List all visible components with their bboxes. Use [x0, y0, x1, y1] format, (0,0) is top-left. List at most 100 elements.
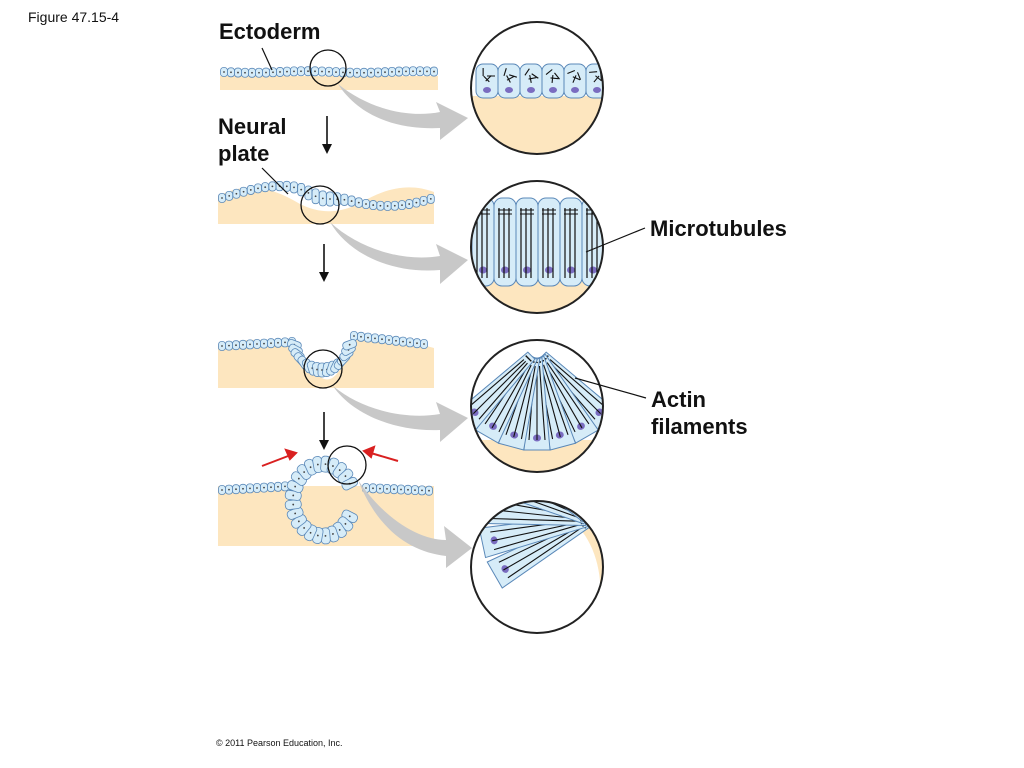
- cell: [430, 66, 438, 77]
- microtubule: [545, 69, 553, 75]
- label-ectoderm: Ectoderm: [219, 19, 320, 44]
- cell: [253, 339, 261, 349]
- cell: [290, 181, 298, 194]
- cell-nucleus-dot: [249, 487, 251, 490]
- cell-nucleus-dot: [423, 343, 425, 345]
- leader-ectoderm: [261, 47, 273, 71]
- cell-nucleus-dot: [221, 345, 223, 347]
- cell-nucleus-dot: [402, 340, 404, 343]
- cell-nucleus-dot: [237, 71, 239, 74]
- cell-nucleus-dot: [381, 338, 383, 341]
- cell-nucleus-dot: [329, 198, 331, 200]
- tissue-layer: [218, 337, 434, 388]
- cell-nucleus-dot: [388, 339, 390, 341]
- cell: [227, 67, 235, 78]
- cell-nucleus-dot: [365, 487, 367, 489]
- cell: [369, 200, 378, 211]
- cell-nucleus-dot: [363, 71, 365, 74]
- cell-nucleus-dot: [263, 486, 265, 489]
- cell-nucleus-dot: [270, 486, 272, 489]
- cell: [267, 482, 275, 493]
- cell-nucleus-dot: [257, 187, 259, 190]
- cell: [261, 182, 270, 193]
- cell: [392, 335, 400, 346]
- microtubule: [576, 72, 582, 80]
- cell-nucleus-dot: [422, 199, 425, 202]
- microtubule: [483, 75, 490, 83]
- cell-nucleus-dot: [365, 203, 367, 205]
- cell: [325, 66, 333, 77]
- cell: [297, 183, 306, 197]
- cell: [269, 67, 277, 78]
- cell: [318, 190, 327, 207]
- label-neural-plate-1: Neural: [218, 114, 286, 139]
- cell-nucleus-dot: [372, 204, 375, 206]
- cell-nucleus-dot: [332, 533, 334, 535]
- cell: [218, 485, 226, 495]
- actin-filament: [525, 355, 532, 362]
- cell: [262, 67, 270, 78]
- stage-3-neural-groove: [218, 331, 468, 442]
- cell-nucleus-dot: [324, 463, 327, 466]
- cell-nucleus-dot: [393, 204, 396, 207]
- cell-nucleus-dot: [379, 487, 381, 490]
- microtubule: [503, 68, 507, 77]
- cell-nucleus-dot: [426, 70, 428, 73]
- cell-nucleus-dot: [293, 186, 295, 189]
- down-arrowhead-2: [319, 272, 329, 282]
- cell: [332, 67, 340, 77]
- cell: [297, 66, 305, 77]
- cell: [405, 199, 414, 209]
- cell-nucleus-dot: [398, 70, 400, 73]
- cell-nucleus-dot: [294, 485, 297, 488]
- cell-nucleus-dot: [391, 70, 393, 73]
- cell-nucleus-dot: [401, 204, 403, 207]
- cell: [253, 483, 261, 493]
- cell: [246, 339, 254, 350]
- cell: [326, 191, 334, 207]
- magnify-arrow: [338, 84, 468, 140]
- microtubule: [540, 365, 561, 438]
- cell-nucleus-dot: [228, 344, 230, 347]
- microtubule: [494, 501, 579, 518]
- zoom-view-3-actin: [470, 339, 604, 473]
- cell: [337, 468, 354, 484]
- microtubule: [543, 364, 569, 436]
- cell-nucleus-dot: [221, 197, 223, 199]
- microtubule: [595, 75, 602, 82]
- cell: [260, 338, 268, 349]
- cell: [239, 339, 247, 350]
- cell: [420, 339, 428, 349]
- cell-nucleus-dot: [321, 70, 323, 73]
- tissue-layer: [220, 76, 438, 90]
- microtubule: [567, 70, 576, 75]
- microtubule: [547, 360, 602, 415]
- cell: [376, 200, 385, 211]
- zoom-nucleus: [593, 87, 601, 93]
- cell-nucleus-dot: [316, 463, 319, 466]
- cell-nucleus-dot: [284, 341, 286, 344]
- zoom-nucleus: [479, 266, 487, 274]
- cell: [413, 338, 421, 349]
- cell-nucleus-dot: [285, 185, 288, 188]
- microtubule: [485, 75, 492, 82]
- zoom-nucleus: [571, 87, 579, 93]
- cell-nucleus-dot: [393, 488, 395, 491]
- zoom-circle: [309, 49, 347, 87]
- zoom-nucleus: [527, 87, 535, 93]
- cell: [225, 340, 233, 351]
- stage-1-ectoderm: [220, 49, 468, 140]
- zoom-nucleus: [567, 266, 575, 274]
- zoom-nucleus: [496, 475, 506, 485]
- cell-nucleus-dot: [228, 488, 230, 491]
- cell-nucleus-dot: [316, 368, 318, 371]
- cell-nucleus-dot: [332, 465, 334, 467]
- cell-nucleus-dot: [344, 522, 347, 525]
- cell-nucleus-dot: [271, 185, 274, 188]
- cell-nucleus-dot: [414, 489, 416, 491]
- cell-nucleus-dot: [377, 71, 379, 74]
- cell-nucleus-dot: [405, 70, 407, 73]
- zoom-nucleus: [505, 87, 513, 93]
- cell-nucleus-dot: [294, 512, 297, 515]
- cell: [412, 197, 421, 208]
